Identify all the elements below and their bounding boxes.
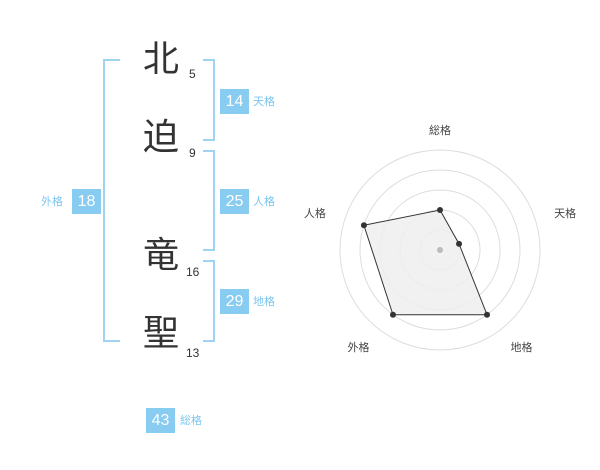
soukaku-value: 43 [146, 408, 175, 433]
given-char-1-strokes: 16 [186, 265, 200, 279]
chikaku-value: 29 [220, 289, 249, 314]
chikaku-label: 地格 [253, 295, 275, 308]
radar-point-2 [456, 240, 463, 247]
radar-point-3 [484, 311, 491, 318]
radar-grid-ring [359, 169, 521, 331]
given-char-2-strokes: 13 [186, 346, 200, 360]
radar-axis-label: 人格 [304, 206, 326, 220]
tenkaku-value: 14 [220, 89, 249, 114]
surname-char-1: 北 [142, 39, 179, 80]
radar-data-polygon [363, 209, 488, 316]
jinkaku-label: 人格 [253, 195, 275, 208]
chikaku-bracket [203, 260, 215, 342]
surname-char-2: 迫 [142, 117, 179, 158]
jinkaku-bracket [203, 150, 215, 251]
given-char-2: 聖 [142, 313, 179, 354]
radar-axis-label: 天格 [554, 206, 576, 220]
given-char-1: 竜 [142, 235, 179, 276]
radar-point-4 [389, 311, 396, 318]
radar-axis-label: 外格 [347, 340, 369, 354]
radar-axis-label: 地格 [511, 340, 533, 354]
gaikaku-label: 外格 [41, 195, 63, 208]
radar-center-point [437, 247, 443, 253]
tenkaku-bracket [203, 59, 215, 141]
surname-char-1-strokes: 5 [189, 67, 196, 81]
tenkaku-label: 天格 [253, 95, 275, 108]
radar-grid-ring [339, 149, 541, 351]
radar-point-5 [360, 222, 367, 229]
surname-char-2-strokes: 9 [189, 146, 196, 160]
gaikaku-bracket [103, 59, 120, 342]
radar-axis-label: 総格 [429, 123, 451, 137]
jinkaku-value: 25 [220, 189, 249, 214]
soukaku-label: 総格 [180, 414, 202, 427]
radar-point-1 [437, 207, 443, 213]
gaikaku-value: 18 [72, 189, 101, 214]
